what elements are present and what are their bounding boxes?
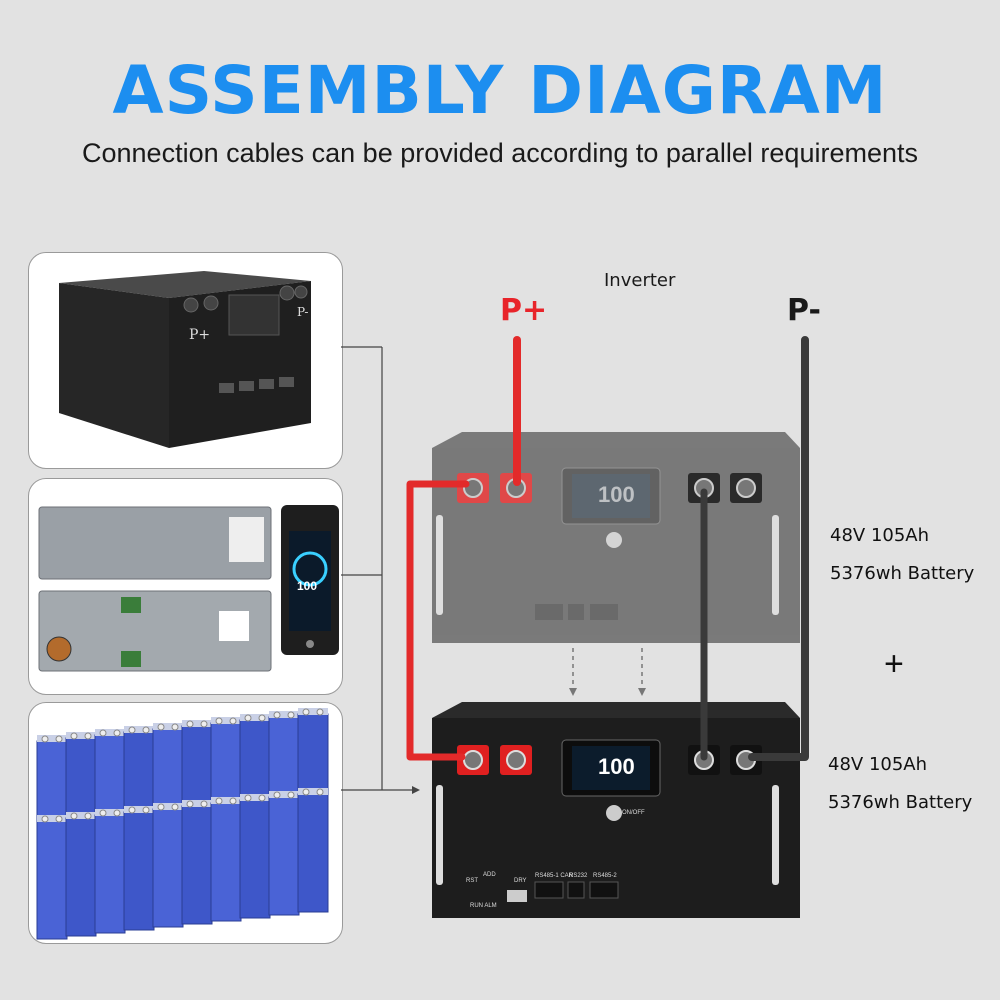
page-subtitle: Connection cables can be provided accord… [82, 138, 918, 168]
battery-top-capacity: 48V 105Ah [830, 525, 930, 546]
negative-main-cable [748, 336, 809, 761]
battery-top-pos-terminal-1 [457, 473, 489, 503]
port-label-rs485-2: RS485-2 [593, 873, 617, 879]
battery-bottom [432, 702, 800, 918]
battery-top-pos-terminal-2 [500, 473, 532, 503]
battery-cell [36, 820, 68, 940]
battery-top-neg-terminal-2 [730, 473, 762, 503]
port-label-rs232: RS232 [569, 873, 588, 879]
panel-display-percent: 100 [297, 579, 318, 593]
battery-top-neg-terminal-1 [688, 473, 720, 503]
plus-sign: + [884, 645, 904, 683]
page-title: ASSEMBLY DIAGRAM [112, 52, 888, 129]
battery-cell [152, 808, 184, 928]
battery-bottom-capacity: 48V 105Ah [828, 754, 928, 775]
enclosure-panel: P+ P- [28, 252, 343, 469]
battery-bottom-neg-terminal-1 [688, 745, 720, 775]
battery-cell [268, 796, 300, 916]
bms-panel: 100 [28, 478, 343, 695]
bms-board-image [38, 505, 339, 672]
port-label-add: ADD [483, 872, 496, 878]
enclosure-image [59, 271, 311, 448]
positive-parallel-cable [406, 480, 470, 761]
port-label-dry: DRY [514, 878, 527, 884]
battery-cell [181, 805, 213, 925]
battery-bottom-pos-terminal-1 [457, 745, 489, 775]
battery-top [432, 432, 800, 643]
battery-bottom-spec: 48V 105Ah 5376wh Battery [828, 746, 972, 822]
port-label-run-alm: RUN ALM [470, 903, 497, 909]
battery-cell [210, 802, 242, 922]
negative-terminal-label: P- [787, 293, 821, 328]
cells-image [36, 708, 329, 940]
battery-cell [297, 793, 329, 913]
positive-terminal-label: P+ [500, 293, 548, 328]
battery-cell [65, 817, 97, 937]
bottom-display-percent: 100 [598, 754, 635, 779]
battery-bottom-energy: 5376wh Battery [828, 792, 973, 813]
battery-cell [239, 799, 271, 919]
top-display-percent: 100 [598, 482, 635, 507]
port-label-rs485-can: RS485-1 CAN [535, 873, 574, 879]
inverter-label: Inverter [604, 270, 676, 291]
battery-top-spec: 48V 105Ah 5376wh Battery [830, 517, 974, 593]
port-label-onoff: ON/OFF [622, 810, 645, 816]
battery-cell [94, 814, 126, 934]
battery-top-energy: 5376wh Battery [830, 563, 975, 584]
case-p-plus-label: P+ [189, 327, 211, 343]
battery-bottom-pos-terminal-2 [500, 745, 532, 775]
battery-bottom-neg-terminal-2 [730, 745, 762, 775]
cells-panel [28, 702, 343, 944]
battery-cell [123, 811, 155, 931]
case-p-minus-label: P- [297, 305, 309, 319]
port-label-rst: RST [466, 878, 478, 884]
